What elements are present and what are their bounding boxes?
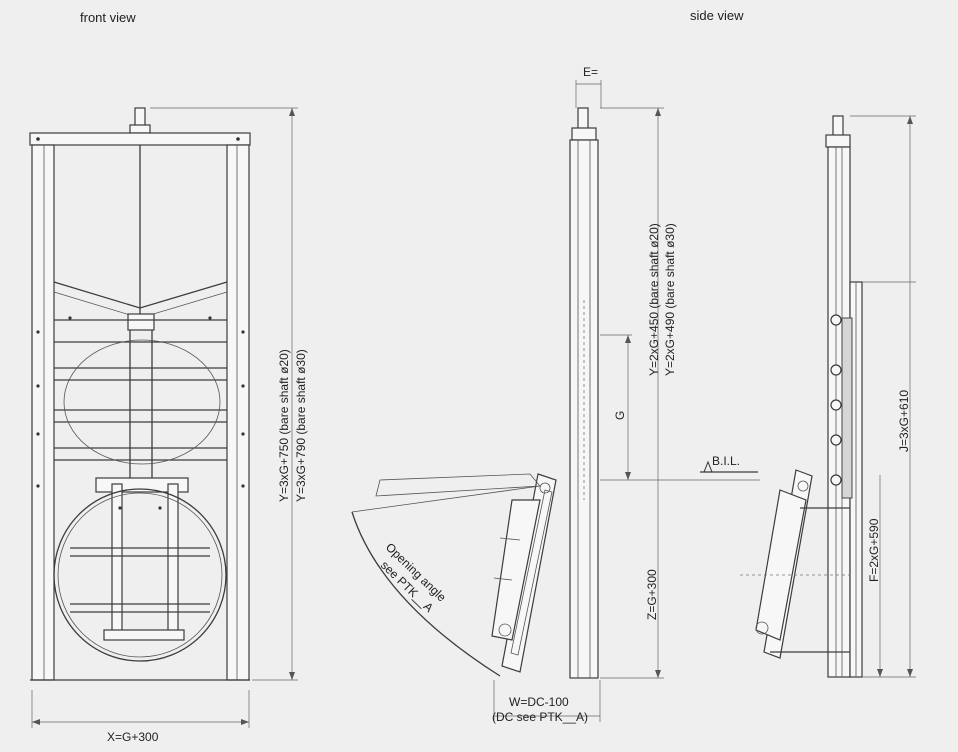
g-dimension-label: G — [613, 411, 627, 420]
front-gate-disc — [53, 488, 227, 662]
right-bolts — [830, 314, 842, 486]
front-width-label: X=G+300 — [107, 730, 159, 744]
front-actuator-base — [129, 124, 151, 134]
front-actuator — [134, 107, 146, 127]
side-gate — [491, 473, 557, 673]
side-view-heading: side view — [690, 8, 744, 23]
front-height-label-20: Y=3xG+750 (bare shaft ø20) — [277, 349, 291, 502]
side-view-middle — [351, 80, 760, 722]
side-view-right — [740, 115, 916, 678]
w-dimension-note: (DC see PTK__A) — [492, 710, 588, 724]
front-disc-outline — [63, 339, 221, 465]
front-top-beam — [29, 132, 251, 146]
side-height-label-30: Y=2xG+490 (bare shaft ø30) — [663, 223, 677, 376]
z-dimension-label: Z=G+300 — [645, 569, 659, 620]
front-bolt-dots — [36, 316, 245, 510]
e-dimension-label: E= — [583, 65, 598, 79]
front-view — [29, 107, 298, 728]
w-dimension-label: W=DC-100 — [509, 695, 569, 709]
j-dimension-label: J=3xG+610 — [897, 390, 911, 452]
f-dimension-label: F=2xG+590 — [867, 518, 881, 582]
front-height-label-30: Y=3xG+790 (bare shaft ø30) — [294, 349, 308, 502]
side-height-label-20: Y=2xG+450 (bare shaft ø20) — [647, 223, 661, 376]
front-view-heading: front view — [80, 10, 136, 25]
front-right-post — [226, 144, 250, 681]
opening-arc — [351, 511, 501, 677]
front-left-post — [31, 144, 55, 681]
bil-label: B.I.L. — [712, 454, 740, 468]
